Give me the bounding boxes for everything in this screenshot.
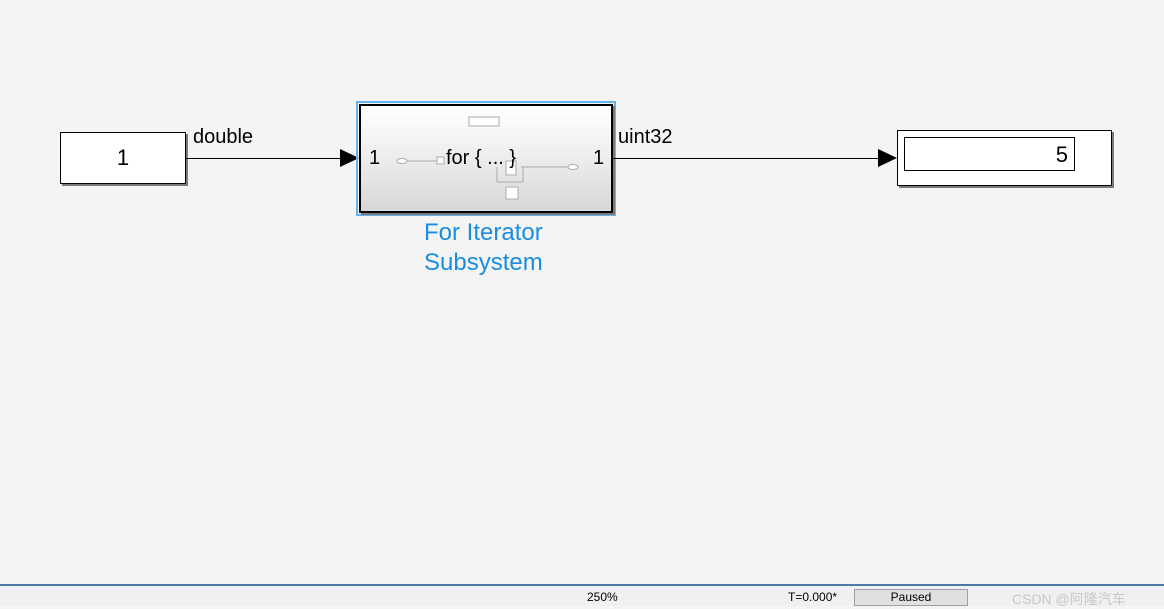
for-iterator-subsystem-block[interactable]: 1 1 for { ... } bbox=[359, 104, 613, 213]
output-signal-label[interactable]: uint32 bbox=[618, 126, 673, 148]
display-block[interactable]: 5 bbox=[897, 130, 1112, 186]
subsystem-preview-icon bbox=[396, 116, 579, 200]
simulation-time: T=0.000* bbox=[788, 590, 838, 604]
model-canvas[interactable]: 1 double 1 1 for { ... } For Iterator Su… bbox=[0, 0, 1164, 584]
display-value: 5 bbox=[904, 137, 1075, 171]
zoom-level[interactable]: 250% bbox=[587, 590, 618, 604]
input-signal-label[interactable]: double bbox=[193, 126, 254, 148]
subsystem-icon-text: for { ... } bbox=[446, 147, 517, 169]
input-signal-line[interactable] bbox=[186, 158, 341, 159]
output-arrow-icon bbox=[878, 149, 897, 167]
input-arrow-icon bbox=[340, 149, 359, 167]
status-bar: 250% T=0.000* Paused CSDN @阿隆汽车 bbox=[0, 584, 1164, 607]
subsystem-name-line2: Subsystem bbox=[424, 249, 543, 276]
subsystem-out-port-label: 1 bbox=[593, 147, 605, 169]
output-signal-line[interactable] bbox=[613, 158, 879, 159]
subsystem-name-label[interactable]: For Iterator Subsystem bbox=[424, 218, 543, 278]
simulation-status: Paused bbox=[854, 589, 968, 606]
subsystem-name-line1: For Iterator bbox=[424, 219, 543, 246]
constant-block[interactable]: 1 bbox=[60, 132, 186, 184]
subsystem-in-port-label: 1 bbox=[369, 147, 381, 169]
constant-value: 1 bbox=[116, 145, 130, 170]
watermark: CSDN @阿隆汽车 bbox=[1012, 591, 1126, 607]
